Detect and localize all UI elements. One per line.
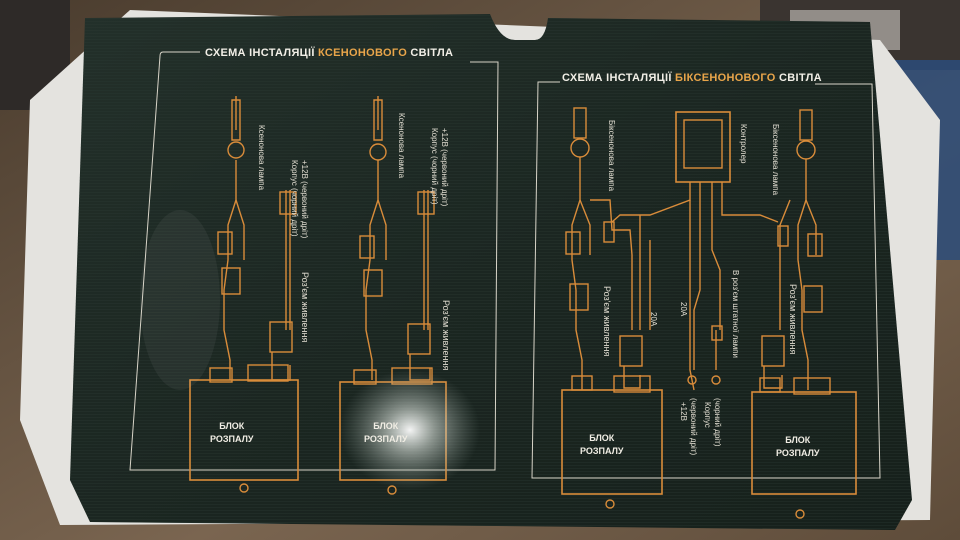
ignition-block-1 (189, 379, 299, 481)
right-panel-frame (531, 81, 881, 479)
light-glare (340, 370, 480, 490)
power-connector-label-3: Роз'єм живлення (602, 286, 612, 357)
right-wiring (561, 107, 857, 519)
plus12-label: +12В (679, 402, 688, 421)
wires-label-2a: Корпус (чорний дріт) (430, 128, 439, 205)
controller-box (675, 111, 731, 183)
fuse-label-2: 20А (679, 302, 688, 317)
xenon-lamp-label-1: Ксенонова лампа (257, 125, 266, 191)
wires-label-1a: Корпус (чорний дріт) (290, 160, 299, 237)
xenon-lamp-label-2: Ксенонова лампа (397, 113, 406, 179)
left-panel-frame (129, 51, 499, 471)
ignition-block-3 (561, 389, 663, 495)
wires-label-2b: +12В (червоний дріт) (440, 128, 449, 207)
fuse-label-1: 20А (649, 312, 658, 327)
power-connector-label-2: Роз'єм живлення (441, 300, 451, 371)
right-panel-header: СХЕМА ІНСТАЛЯЦІЇ БІКСЕНОНОВОГО СВІТЛА (562, 72, 822, 84)
power-connector-label-1: Роз'єм живлення (300, 272, 310, 343)
bixenon-lamp-label-2: Біксенонова лампа (771, 124, 780, 196)
ignition-block-4 (751, 391, 857, 495)
controller-label: Контролер (739, 124, 748, 164)
ground-note: (чорний дріт) (713, 398, 722, 447)
bixenon-lamp-label-1: Біксенонова лампа (607, 120, 616, 192)
ground-label: Корпус (703, 402, 712, 428)
stock-lamp-connector-label: В роз'єм штатної лампи (731, 270, 740, 359)
wires-label-1b: +12В (червоний дріт) (300, 160, 309, 239)
left-wiring (189, 96, 447, 495)
left-panel-header: СХЕМА ІНСТАЛЯЦІЇ КСЕНОНОВОГО СВІТЛА (205, 47, 454, 59)
plus12-note: (червоний дріт) (689, 398, 698, 456)
power-connector-label-4: Роз'єм живлення (788, 284, 798, 355)
